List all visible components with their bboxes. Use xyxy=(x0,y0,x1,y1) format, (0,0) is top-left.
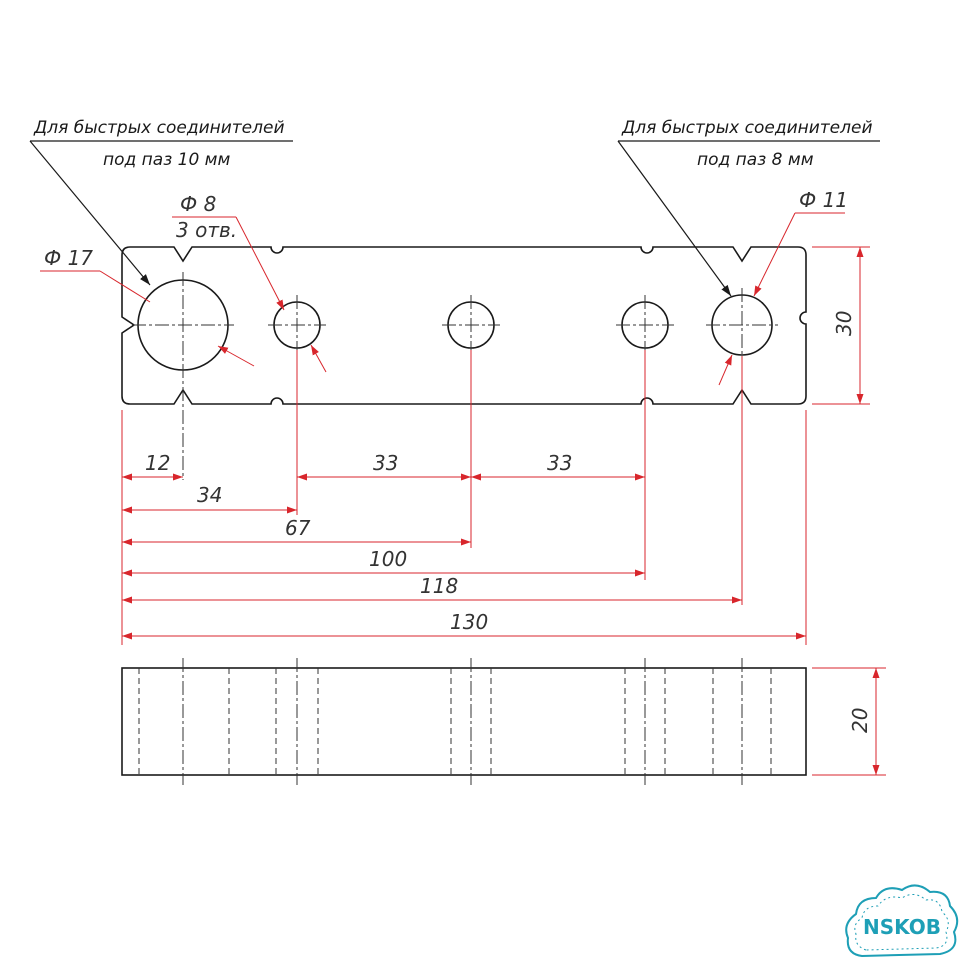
diameter-8-label: Ф 8 xyxy=(180,192,216,216)
dim-67: 67 xyxy=(285,516,311,540)
dim-33-right: 33 xyxy=(547,451,572,475)
side-view xyxy=(121,658,807,785)
note-right-line2: под паз 8 мм xyxy=(697,150,814,170)
dim-100: 100 xyxy=(369,547,407,571)
dim-20: 20 xyxy=(848,708,872,733)
diameter-11-label: Ф 11 xyxy=(799,188,848,212)
dim-30: 30 xyxy=(832,311,856,336)
note-right-line1: Для быстрых соединителей xyxy=(621,118,873,138)
center-lines xyxy=(132,272,778,604)
top-view xyxy=(121,246,807,604)
note-left-line2: под паз 10 мм xyxy=(103,150,231,170)
logo: NSKOB xyxy=(845,884,959,958)
callout-d17: Ф 17 xyxy=(40,246,255,367)
logo-text: NSKOB xyxy=(863,915,941,939)
dim-33-left: 33 xyxy=(373,451,398,475)
side-center-lines xyxy=(182,658,743,785)
note-left-line1: Для быстрых соединителей xyxy=(33,118,285,138)
holes-count-label: 3 отв. xyxy=(176,218,237,242)
cloud-shape xyxy=(845,884,959,958)
callout-d8: Ф 8 3 отв. xyxy=(172,192,327,373)
dim-130: 130 xyxy=(450,610,488,634)
dim-12: 12 xyxy=(145,451,170,475)
hidden-lines xyxy=(138,668,772,775)
diameter-17-label: Ф 17 xyxy=(44,246,93,270)
note-left: Для быстрых соединителей под паз 10 мм xyxy=(29,118,293,286)
dim-34: 34 xyxy=(197,483,222,507)
plate-outline xyxy=(121,246,807,405)
dimensions: 12 33 33 34 67 100 118 130 30 20 Ф 17 Ф … xyxy=(40,188,886,776)
side-outline xyxy=(121,667,807,776)
callout-d11: Ф 11 xyxy=(718,188,848,386)
note-right: Для быстрых соединителей под паз 8 мм xyxy=(617,118,880,297)
dim-118: 118 xyxy=(420,574,458,598)
